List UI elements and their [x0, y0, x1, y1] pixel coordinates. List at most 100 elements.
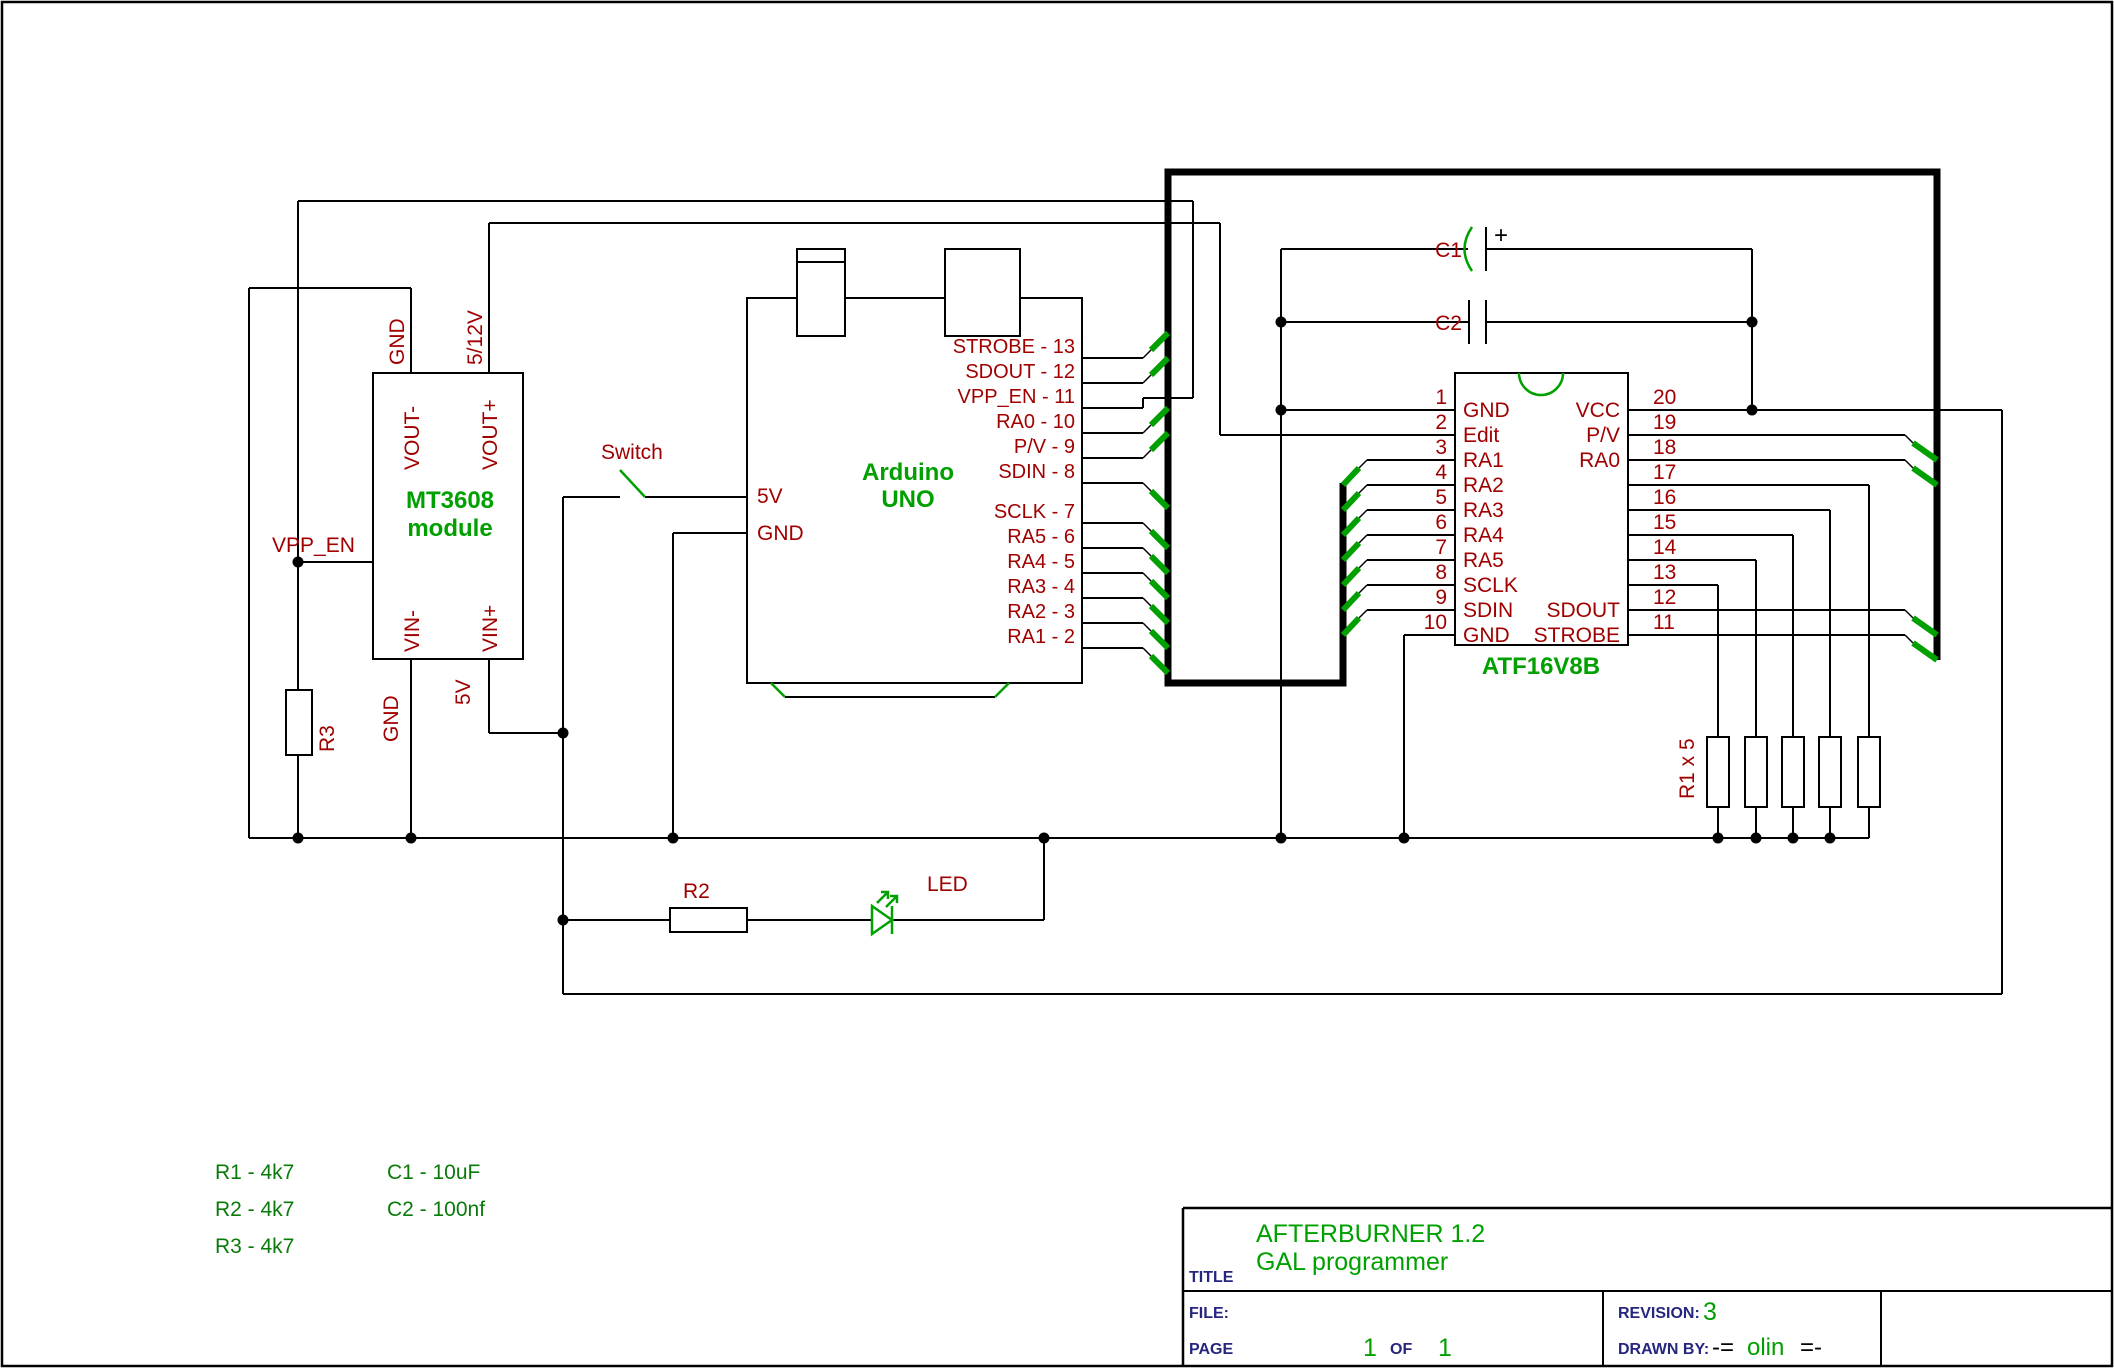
- gal-pin-pv: P/V: [1586, 424, 1620, 447]
- gal-pin-ra4: RA4: [1463, 524, 1504, 547]
- arduino-pin-12: SDOUT - 12: [965, 361, 1075, 383]
- gal-pin-ra1: RA1: [1463, 449, 1504, 472]
- led-triangle: [870, 903, 895, 937]
- drawn-by-post: =-: [1800, 1334, 1822, 1361]
- arduino-pin-6: RA5 - 6: [1007, 526, 1075, 548]
- arduino-pin-10: RA0 - 10: [996, 411, 1075, 433]
- mt3608-name: MT3608: [406, 487, 494, 514]
- net-gnd-top-label: GND: [386, 318, 409, 365]
- page-of: OF: [1390, 1341, 1412, 1358]
- r1-body-3: [1781, 736, 1805, 808]
- mt3608-pin-vin-minus: VIN-: [401, 610, 424, 652]
- bom-r1: R1 - 4k7: [215, 1161, 294, 1184]
- gal-pin-vcc: VCC: [1576, 399, 1620, 422]
- bom-c1: C1 - 10uF: [387, 1161, 480, 1184]
- gal-chip: ATF16V8B 1 2 3 4 5 6 7 8 9 10 GND Edit R…: [1424, 372, 1677, 680]
- title-line1: AFTERBURNER 1.2: [1256, 1220, 1485, 1248]
- gal-pin-num-10: 10: [1424, 611, 1447, 634]
- gal-pin-num-11: 11: [1653, 611, 1675, 634]
- arduino-pin-gnd: GND: [757, 522, 804, 545]
- gal-pin-num-13: 13: [1653, 561, 1676, 584]
- switch: Switch: [601, 441, 663, 498]
- c1-plus-sign: +: [1494, 222, 1508, 249]
- r2-body: [669, 907, 748, 933]
- arduino-pin-11: VPP_EN - 11: [958, 386, 1075, 408]
- c2-label: C2: [1435, 312, 1462, 335]
- arduino-body: [746, 297, 1083, 684]
- gal-pin-ra0: RA0: [1579, 449, 1620, 472]
- gal-pin-num-9: 9: [1435, 586, 1447, 609]
- net-5-12v-label: 5/12V: [464, 310, 487, 365]
- mt3608-pin-vout-minus: VOUT-: [401, 406, 424, 470]
- r1-body-2: [1744, 736, 1768, 808]
- capacitor-c1: + C1: [1435, 222, 1508, 272]
- net-gnd-bottom-label: GND: [380, 695, 403, 742]
- gal-pin-edit: Edit: [1463, 424, 1499, 447]
- title-label: TITLE: [1189, 1269, 1234, 1286]
- switch-label: Switch: [601, 441, 663, 464]
- led-arrow-1-head: [881, 890, 890, 899]
- gal-pin-gnd: GND: [1463, 399, 1510, 422]
- title-line2: GAL programmer: [1256, 1248, 1448, 1276]
- arduino-pin-3: RA2 - 3: [1007, 601, 1075, 623]
- mt3608-module: MT3608 module VOUT- VOUT+ VIN- VIN+ GND …: [372, 310, 524, 742]
- gal-pin-num-12: 12: [1653, 586, 1676, 609]
- resistor-array-r1: R1 x 5: [1676, 736, 1881, 808]
- drawn-by-pre: -=: [1712, 1334, 1734, 1361]
- bom-r2: R2 - 4k7: [215, 1198, 294, 1221]
- gal-pin-num-14: 14: [1653, 536, 1677, 559]
- arduino-pin-2: RA1 - 2: [1007, 626, 1075, 648]
- bus-entries: [1142, 330, 1939, 676]
- net-5v-label: 5V: [452, 679, 475, 705]
- gal-pin-num-2: 2: [1435, 411, 1447, 434]
- gal-pin-num-17: 17: [1653, 461, 1676, 484]
- gal-pin-num-20: 20: [1653, 386, 1676, 409]
- gal-pin-num-4: 4: [1435, 461, 1447, 484]
- arduino-pin-5: RA4 - 5: [1007, 551, 1075, 573]
- gal-pin-sdout: SDOUT: [1547, 599, 1621, 622]
- bom-c2: C2 - 100nf: [387, 1198, 485, 1221]
- arduino-name: Arduino: [862, 459, 954, 486]
- gal-pin-num-15: 15: [1653, 511, 1676, 534]
- r3-body: [285, 689, 313, 756]
- arduino-pin-5v: 5V: [757, 485, 783, 508]
- gal-pin-ra5: RA5: [1463, 549, 1504, 572]
- gal-name: ATF16V8B: [1482, 653, 1600, 680]
- arduino-power-connector: [944, 248, 1021, 337]
- arduino-pin-13: STROBE - 13: [953, 336, 1075, 358]
- revision-value: 3: [1703, 1298, 1717, 1326]
- gal-pin-sdin: SDIN: [1463, 599, 1513, 622]
- gal-pin-num-6: 6: [1435, 511, 1447, 534]
- page-label: PAGE: [1189, 1341, 1233, 1358]
- gal-pin-num-16: 16: [1653, 486, 1676, 509]
- bom-r3: R3 - 4k7: [215, 1235, 294, 1258]
- page-total: 1: [1438, 1334, 1452, 1362]
- led-arrow-1: [876, 891, 889, 904]
- arduino-name2: UNO: [881, 486, 934, 513]
- gal-pin-num-19: 19: [1653, 411, 1676, 434]
- arduino-right-pin-labels: STROBE - 13 SDOUT - 12 VPP_EN - 11 RA0 -…: [953, 336, 1075, 648]
- arduino-pin-7: SCLK - 7: [994, 501, 1075, 523]
- arduino-pin-9: P/V - 9: [1014, 436, 1075, 458]
- gal-body: [1454, 372, 1629, 646]
- gal-pin-num-18: 18: [1653, 436, 1676, 459]
- r1-body-5: [1857, 736, 1881, 808]
- r1-body-1: [1706, 736, 1730, 808]
- junction-dots: [292, 316, 1836, 926]
- net-vpp-en-label: VPP_EN: [272, 534, 355, 557]
- mt3608-body: [372, 372, 524, 660]
- gal-left-pin-numbers: 1 2 3 4 5 6 7 8 9 10: [1424, 386, 1448, 634]
- arduino-pin-4: RA3 - 4: [1007, 576, 1075, 598]
- c1-label: C1: [1435, 239, 1462, 262]
- gal-pin-gnd2: GND: [1463, 624, 1510, 647]
- gal-pin-strobe: STROBE: [1534, 624, 1620, 647]
- resistor-r3: R3: [285, 689, 339, 756]
- gal-pin-ra3: RA3: [1463, 499, 1504, 522]
- page-number: 1: [1363, 1334, 1377, 1362]
- title-block: TITLE AFTERBURNER 1.2 GAL programmer FIL…: [1181, 1206, 2112, 1366]
- gal-pin-num-1: 1: [1435, 386, 1447, 409]
- revision-label: REVISION:: [1618, 1305, 1700, 1322]
